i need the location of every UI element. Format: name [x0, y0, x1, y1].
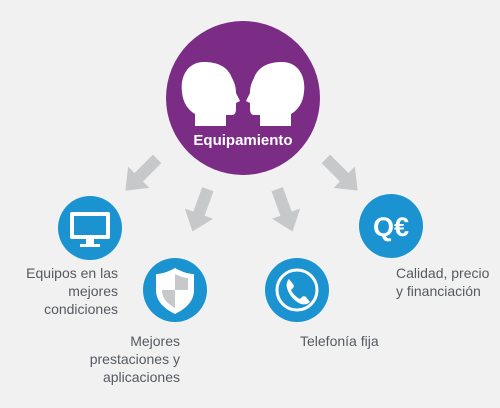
caption-equipos: Equipos en las mejores condiciones: [26, 265, 118, 317]
two-heads-facing-icon: [181, 62, 305, 126]
caption-calidad: Calidad, precio y financiación: [396, 265, 490, 299]
arrow-to-prestaciones: [184, 187, 214, 232]
shield-icon: [156, 268, 194, 314]
arrow-to-calidad: [321, 154, 358, 191]
hub-label: Equipamiento: [193, 132, 293, 149]
node-calidad-circle: [359, 194, 423, 258]
arrow-to-telefonia: [271, 187, 301, 232]
phone-icon: [275, 268, 319, 312]
hub-circle: [166, 21, 320, 175]
monitor-icon: [70, 212, 110, 247]
caption-telefonia: Telefonía fija: [300, 333, 379, 349]
caption-prestaciones: Mejores prestaciones y aplicaciones: [89, 333, 180, 385]
q-euro-icon: Q€: [373, 212, 409, 242]
node-telefonia-circle: [265, 258, 329, 322]
arrow-to-equipos: [125, 154, 162, 191]
